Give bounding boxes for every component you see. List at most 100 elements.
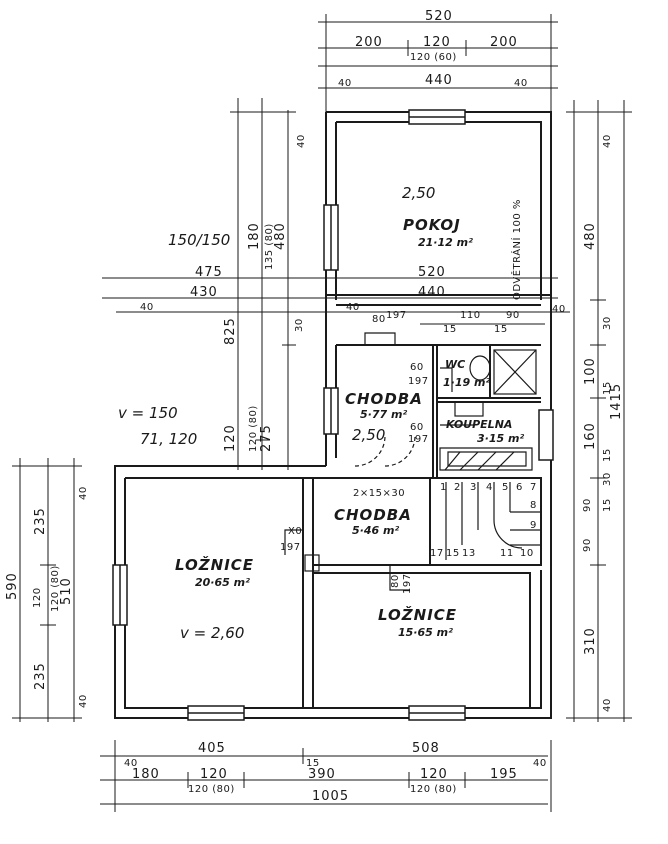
stair-step-9: 9 [530,520,537,531]
dim-farleft-40a: 40 [78,486,89,500]
dim-bottom-15: 15 [306,758,320,769]
chimney [304,554,320,572]
dim-left-120: 120 [223,424,238,452]
room-pokoj-area: 21·12 m² [418,236,473,249]
dim-top-440: 440 [425,73,453,88]
dim-top-40a: 40 [338,78,352,89]
fixtures [304,349,541,572]
dim-bottom-405: 405 [198,741,226,756]
door-mark-60a: 60 [410,362,424,373]
dim-farleft-120-80: 120 (80) [50,565,61,612]
dim-right-40b: 40 [602,698,613,712]
room-pokoj-name: POKOJ [403,216,461,234]
dim-mid-90: 90 [506,310,520,321]
dimension-texts: 520 200 120 200 120 (60) 440 40 40 475 4… [5,9,624,804]
dim-right-480: 480 [583,222,598,250]
door-mark-80: 80 [372,314,386,325]
door-marks: 80 197 60 197 60 197 X0 197 80 197 [280,310,429,594]
dim-mid-15a: 15 [443,324,457,335]
stair-step-17: 17 [430,548,444,559]
dim-bottom-120a: 120 [200,767,228,782]
room-loznice2-area: 15·65 m² [398,626,453,639]
dim-top-40b: 40 [514,78,528,89]
shower-icon [493,349,537,395]
dim-right-90a: 90 [582,498,593,512]
doors [284,332,475,591]
room-loznice1-note: v = 2,60 [180,624,244,642]
dim-right-100: 100 [583,357,598,385]
dim-top-200a: 200 [355,35,383,50]
dim-left-40: 40 [296,134,307,148]
stair-step-13: 13 [462,548,476,559]
stair-step-2: 2 [454,482,461,493]
dim-top-120-60: 120 (60) [410,52,457,63]
dim-left-180: 180 [247,222,262,250]
windows [112,109,554,721]
dim-bottom-120-80b: 120 (80) [410,784,457,795]
dim-left-135-80: 135 (80) [264,223,275,270]
dim-left-275: 275 [259,424,274,452]
door-mark-80b: 80 [390,574,401,588]
stair-step-10: 10 [520,548,534,559]
room-loznice2-name: LOŽNICE [378,605,457,624]
dim-right-1415: 1415 [609,383,624,420]
stair-step-7: 7 [530,482,537,493]
dim-right-310: 310 [583,627,598,655]
dim-bottom-390: 390 [308,767,336,782]
room-chodba1-area: 5·77 m² [360,408,407,421]
dim-right-15c: 15 [602,498,613,512]
dim-farleft-120: 120 [32,587,43,608]
room-koupelna-name: KOUPELNA [446,418,512,431]
dim-farleft-40b: 40 [78,694,89,708]
note-window: 150/150 [168,231,230,249]
room-koupelna-area: 3·15 m² [477,432,524,445]
door-mark-197e: 197 [402,573,413,594]
note-ventilation: ODVĚTRÁNÍ 100 % [510,199,523,300]
sink-icon [454,401,484,417]
stair-step-6: 6 [516,482,523,493]
dim-mid-440: 440 [418,285,446,300]
dim-mid-475: 475 [195,265,223,280]
door-mark-197a: 197 [386,310,407,321]
room-chodba1-name: CHODBA [345,390,423,408]
dim-mid-520: 520 [418,265,446,280]
dim-bottom-40a: 40 [124,758,138,769]
dim-top-520: 520 [425,9,453,24]
dimension-lines [12,14,632,812]
dim-bottom-195: 195 [490,767,518,782]
dim-bottom-508: 508 [412,741,440,756]
room-wc-name: WC [445,358,465,371]
room-loznice1-name: LOŽNICE [175,555,254,574]
toilet-icon [469,355,491,381]
dim-left-30: 30 [294,318,305,332]
handwritten-notes: 150/150 v = 150 71, 120 ODVĚTRÁNÍ 100 % … [118,199,523,499]
dim-right-15b: 15 [602,448,613,462]
dim-right-40a: 40 [602,134,613,148]
dim-bottom-120b: 120 [420,767,448,782]
stair-step-3: 3 [470,482,477,493]
dim-right-90b: 90 [582,538,593,552]
bathtub-icon [439,447,533,471]
dim-mid-40b: 40 [346,302,360,313]
room-chodba2-area: 5·46 m² [352,524,399,537]
dim-right-160: 160 [583,422,598,450]
stair-step-4: 4 [486,482,493,493]
door-mark-197b: 197 [408,376,429,387]
window-koupelna-right [538,409,554,461]
dim-bottom-180: 180 [132,767,160,782]
dim-mid-110: 110 [460,310,481,321]
room-chodba1-height: 2,50 [352,426,385,444]
stair-step-15: 15 [446,548,460,559]
dim-right-30b: 30 [602,472,613,486]
dim-right-30a: 30 [602,316,613,330]
dim-bottom-120-80a: 120 (80) [188,784,235,795]
door-mark-197d: 197 [280,542,301,553]
dim-mid-430: 430 [190,285,218,300]
walls [114,111,552,719]
door-mark-60b: 60 [410,422,424,433]
dim-left-120-80: 120 (80) [248,405,259,452]
dim-farleft-235b: 235 [33,662,48,690]
door-mark-x0: X0 [288,526,302,537]
room-pokoj-height: 2,50 [402,184,435,202]
